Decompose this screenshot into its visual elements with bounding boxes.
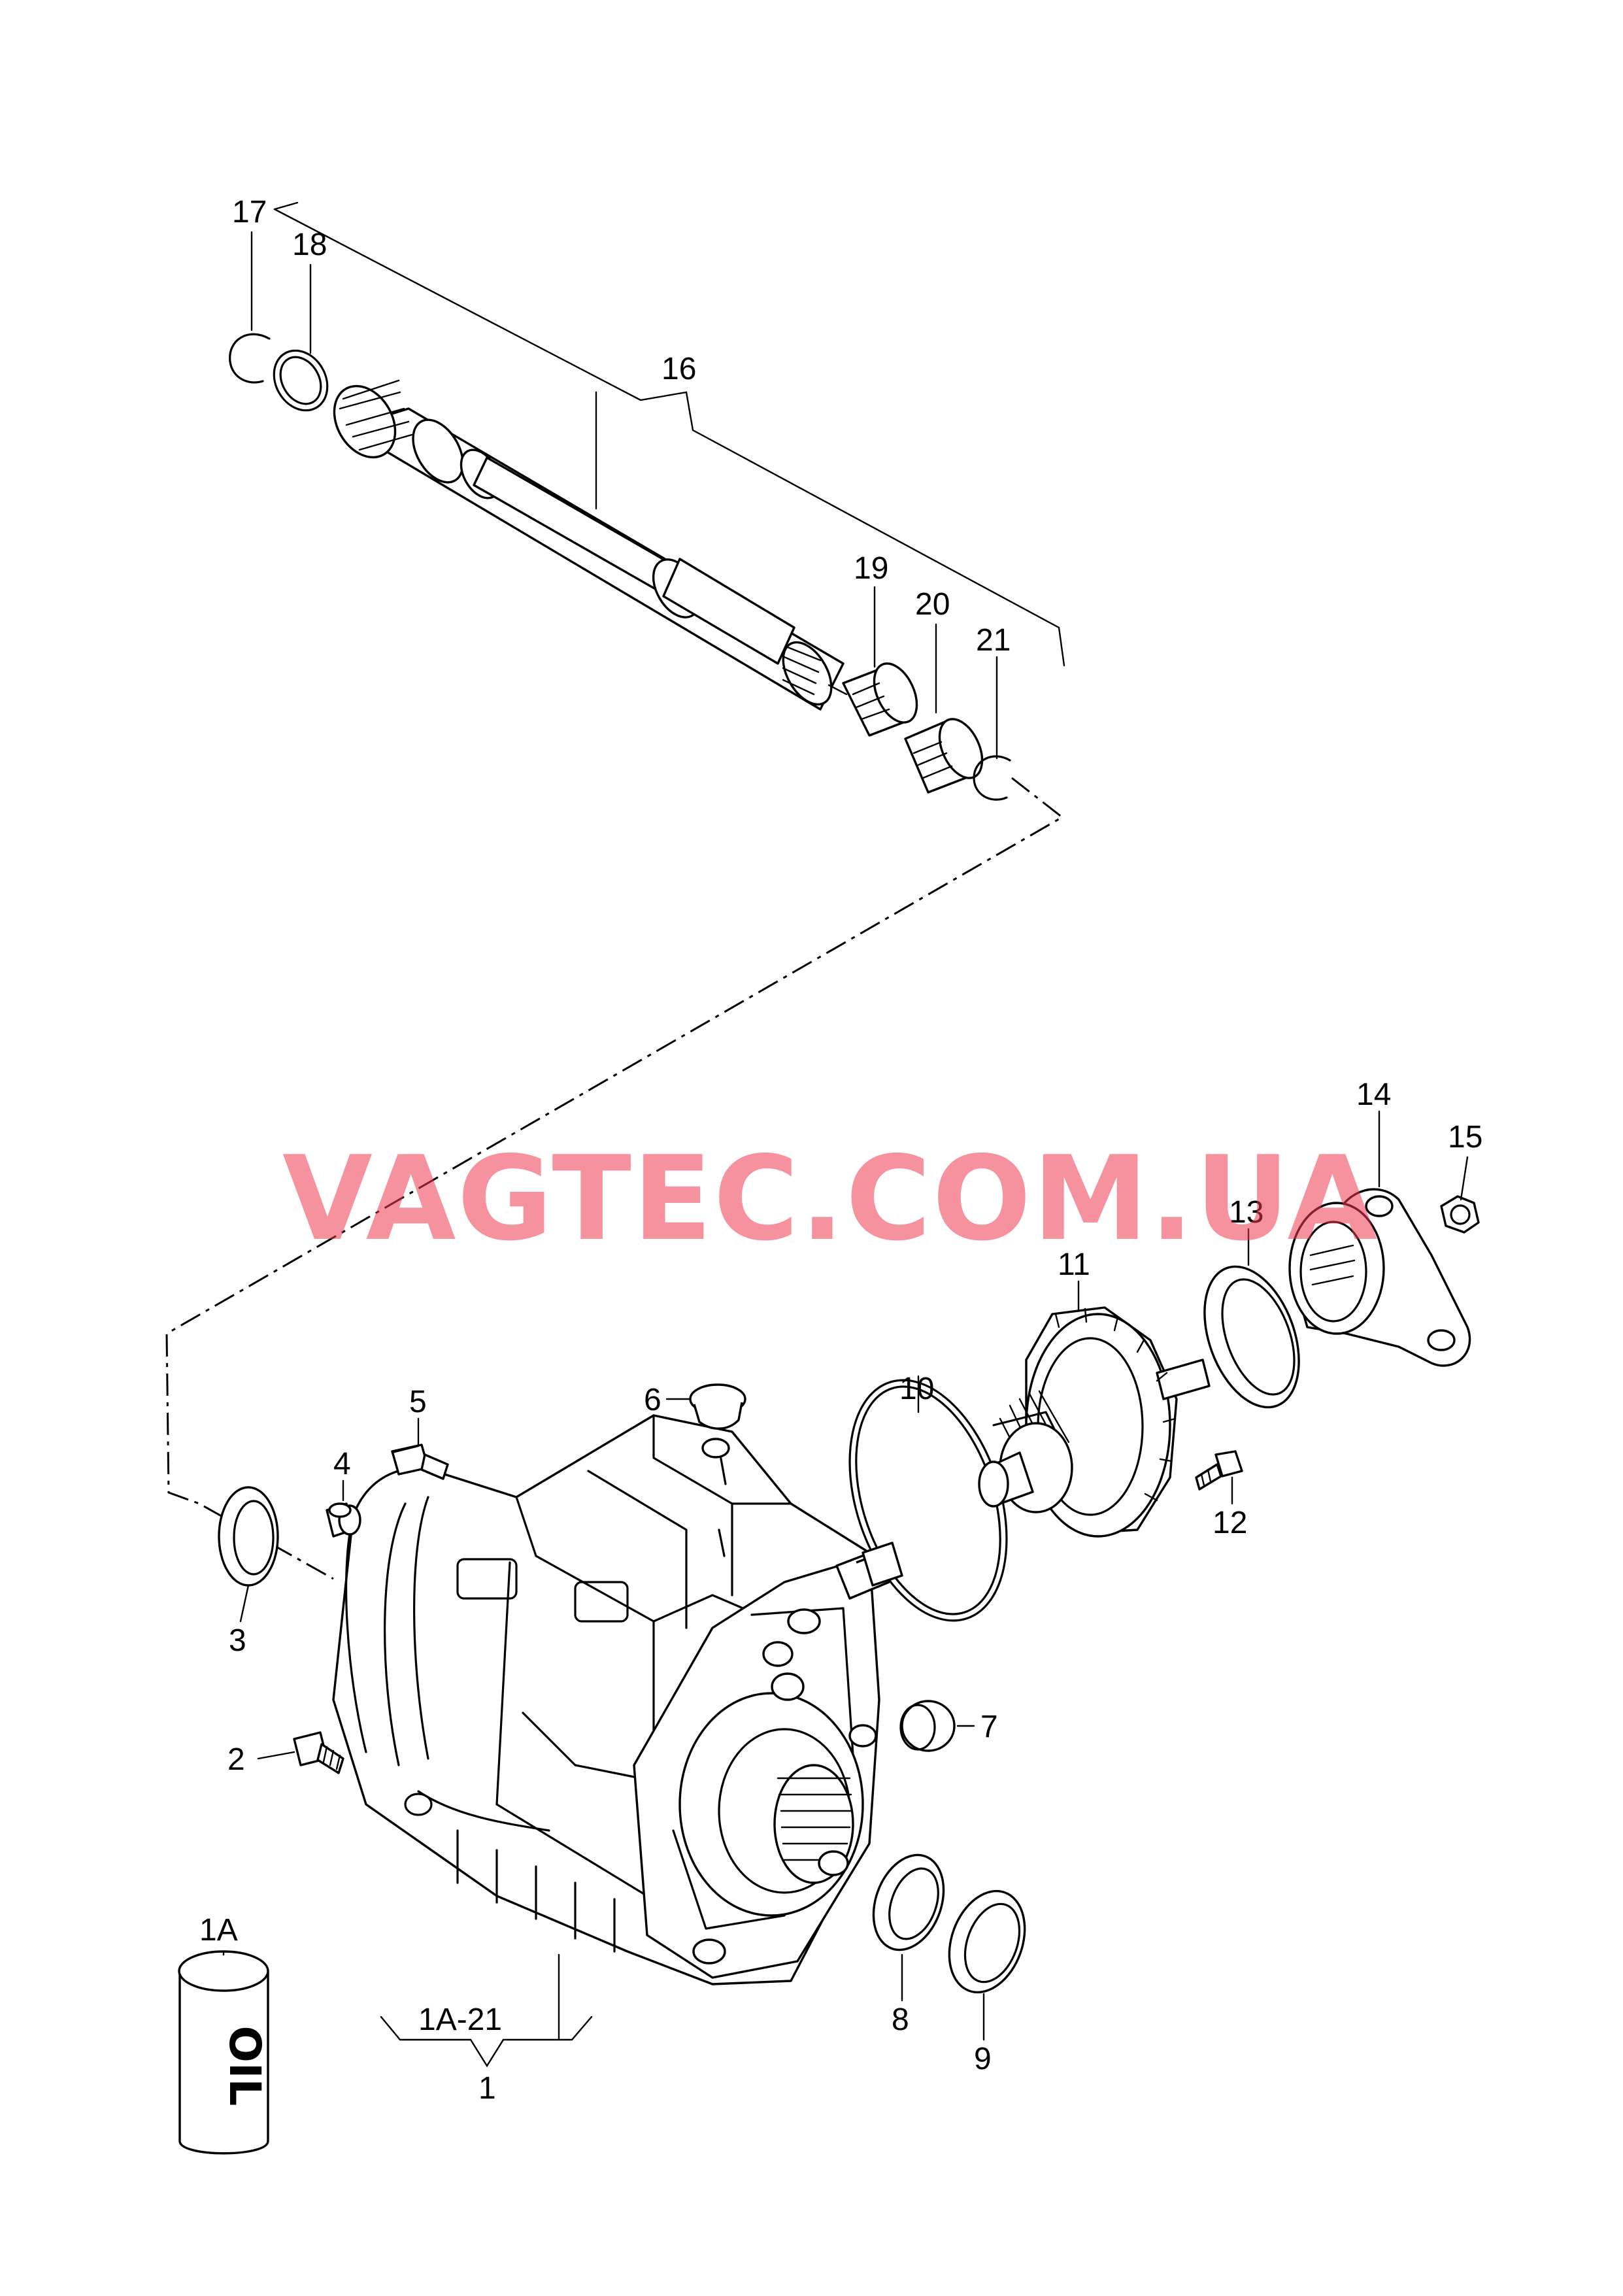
leader-lines bbox=[222, 231, 1469, 2041]
oil-can-text: OIL bbox=[220, 2026, 270, 2106]
label-5: 5 bbox=[409, 1385, 427, 1419]
cap-part-7 bbox=[899, 1700, 956, 1752]
label-7: 7 bbox=[980, 1710, 998, 1744]
bevel-gear-carrier-part-11 bbox=[862, 1306, 1211, 1587]
group-bracket-16 bbox=[273, 201, 1065, 667]
label-1: 1 bbox=[478, 2071, 496, 2106]
label-17: 17 bbox=[232, 195, 267, 229]
oil-can-part-1a: OIL bbox=[178, 1950, 270, 2155]
label-8: 8 bbox=[892, 2002, 909, 2037]
label-2: 2 bbox=[227, 1742, 245, 1777]
label-21: 21 bbox=[976, 623, 1011, 658]
cap-part-6 bbox=[689, 1383, 746, 1430]
needle-bearing-part-19 bbox=[842, 662, 918, 737]
seal-part-8 bbox=[872, 1853, 945, 1951]
label-6: 6 bbox=[644, 1383, 661, 1417]
output-shaft-part-16 bbox=[333, 379, 848, 711]
circlip-part-17 bbox=[229, 333, 271, 384]
circlip-part-21 bbox=[973, 755, 1011, 801]
label-1a: 1A bbox=[199, 1913, 238, 1948]
label-1a-21: 1A-21 bbox=[418, 2002, 502, 2037]
needle-bearing-part-20 bbox=[904, 718, 984, 794]
label-10: 10 bbox=[899, 1372, 934, 1406]
seal-part-13 bbox=[1203, 1265, 1300, 1409]
bolt-part-2 bbox=[293, 1731, 344, 1774]
plug-part-4 bbox=[326, 1502, 361, 1538]
group-bracket-1 bbox=[380, 1953, 593, 2068]
bolt-part-12 bbox=[1195, 1450, 1243, 1491]
seal-part-9 bbox=[948, 1889, 1026, 1994]
label-13: 13 bbox=[1229, 1195, 1263, 1230]
watermark-text: VAGTEC.COM.UA bbox=[282, 1131, 1379, 1266]
label-3: 3 bbox=[229, 1623, 246, 1658]
snap-ring-part-18 bbox=[273, 349, 329, 412]
label-19: 19 bbox=[854, 551, 888, 586]
label-15: 15 bbox=[1448, 1120, 1482, 1155]
label-9: 9 bbox=[974, 2042, 992, 2076]
part-labels: 17 18 16 19 20 21 14 15 13 11 10 6 5 4 1… bbox=[199, 195, 1482, 2106]
label-12: 12 bbox=[1213, 1506, 1247, 1540]
label-4: 4 bbox=[333, 1447, 351, 1481]
label-14: 14 bbox=[1356, 1077, 1391, 1112]
label-20: 20 bbox=[915, 587, 950, 622]
nut-part-15 bbox=[1440, 1195, 1480, 1234]
label-11: 11 bbox=[1058, 1247, 1090, 1282]
seal-part-3 bbox=[218, 1486, 279, 1587]
label-18: 18 bbox=[292, 228, 327, 262]
sensor-part-5 bbox=[391, 1443, 449, 1480]
flange-part-14 bbox=[1288, 1188, 1471, 1367]
transfer-case-housing-part-1 bbox=[332, 1414, 890, 1985]
label-16: 16 bbox=[661, 352, 696, 386]
